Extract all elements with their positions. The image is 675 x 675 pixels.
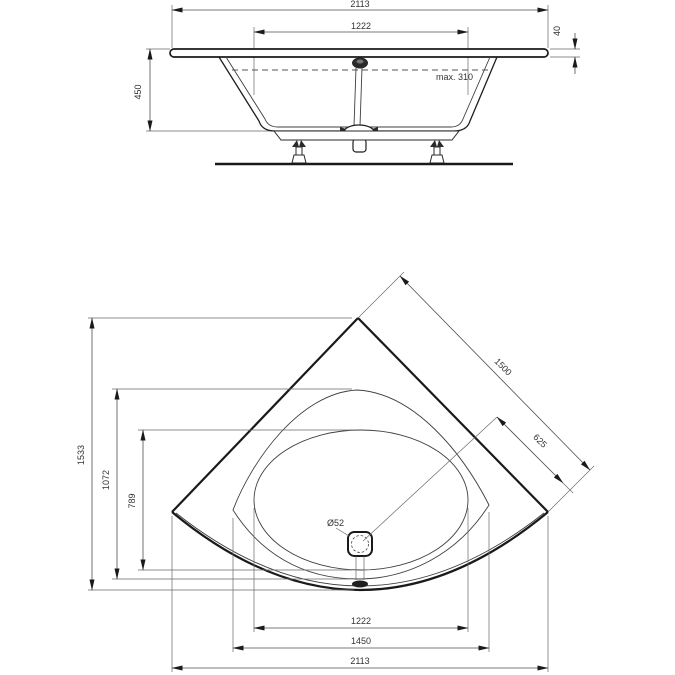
dim-label: 625 <box>531 432 549 450</box>
drain-hole-circle <box>351 535 369 553</box>
drain-outlet-projection <box>355 556 365 580</box>
dim-tub-height: 450 <box>133 48 272 132</box>
foot-base <box>429 154 445 164</box>
overflow-fitting-cap <box>356 59 364 64</box>
drain-leader-line <box>335 527 350 537</box>
max-water-depth-label: max. 310 <box>436 72 473 82</box>
dim-basin-width: 1222 <box>253 508 469 632</box>
dim-side-overall-width: 2113 <box>171 0 549 48</box>
tub-outline-front-curve <box>171 511 549 592</box>
dim-rim-thickness: 40 <box>550 26 580 74</box>
dim-drain-offset: 625 <box>496 416 574 494</box>
dim-label: 1072 <box>101 470 111 490</box>
waste-outlet-marker <box>352 580 368 588</box>
basin-rim-edge <box>232 389 490 580</box>
support-plate <box>272 130 461 141</box>
dim-label: 2113 <box>350 0 369 9</box>
overflow-pipe <box>353 67 363 127</box>
dim-label: 1222 <box>351 21 371 31</box>
foot-stem <box>295 146 303 156</box>
dim-label: 40 <box>552 26 562 36</box>
dim-plan-overall-width: 2113 <box>171 516 549 672</box>
dim-overall-depth: 1533 <box>76 317 354 591</box>
foot-stem <box>433 146 441 156</box>
dim-label: 2113 <box>350 656 369 666</box>
side-elevation-view: 2113 1222 40 450 max. 310 <box>133 0 580 166</box>
dim-basin-inner-depth: 789 <box>127 429 355 571</box>
dim-label: 1222 <box>351 616 371 626</box>
drain-outlet <box>352 138 367 153</box>
foot-wingnut <box>292 140 306 147</box>
dim-side-fitting-distance: 1222 <box>253 21 469 95</box>
foot-wingnut <box>430 140 444 147</box>
foot-base <box>291 154 307 164</box>
overflow-drain-assembly <box>340 57 378 153</box>
dim-label: 1500 <box>493 356 514 377</box>
dim-label: 450 <box>133 84 143 99</box>
dim-inner-width: 1450 <box>232 512 490 652</box>
dim-label: 789 <box>127 493 137 508</box>
adjustable-foot-left <box>291 140 307 164</box>
tub-rim-profile <box>169 48 549 58</box>
basin-bottom-oval <box>253 429 469 571</box>
drain-diameter-label: Ø52 <box>327 518 344 528</box>
tub-outline-straight-edges <box>171 317 549 513</box>
dim-basin-outer-depth: 1072 <box>101 388 352 580</box>
dim-label: 1533 <box>76 445 86 465</box>
plan-view: Ø52 1500 625 1533 1072 <box>76 271 595 672</box>
dim-edge-length: 1500 <box>357 271 595 513</box>
dim-label: 1450 <box>351 636 371 646</box>
adjustable-foot-right <box>429 140 445 164</box>
